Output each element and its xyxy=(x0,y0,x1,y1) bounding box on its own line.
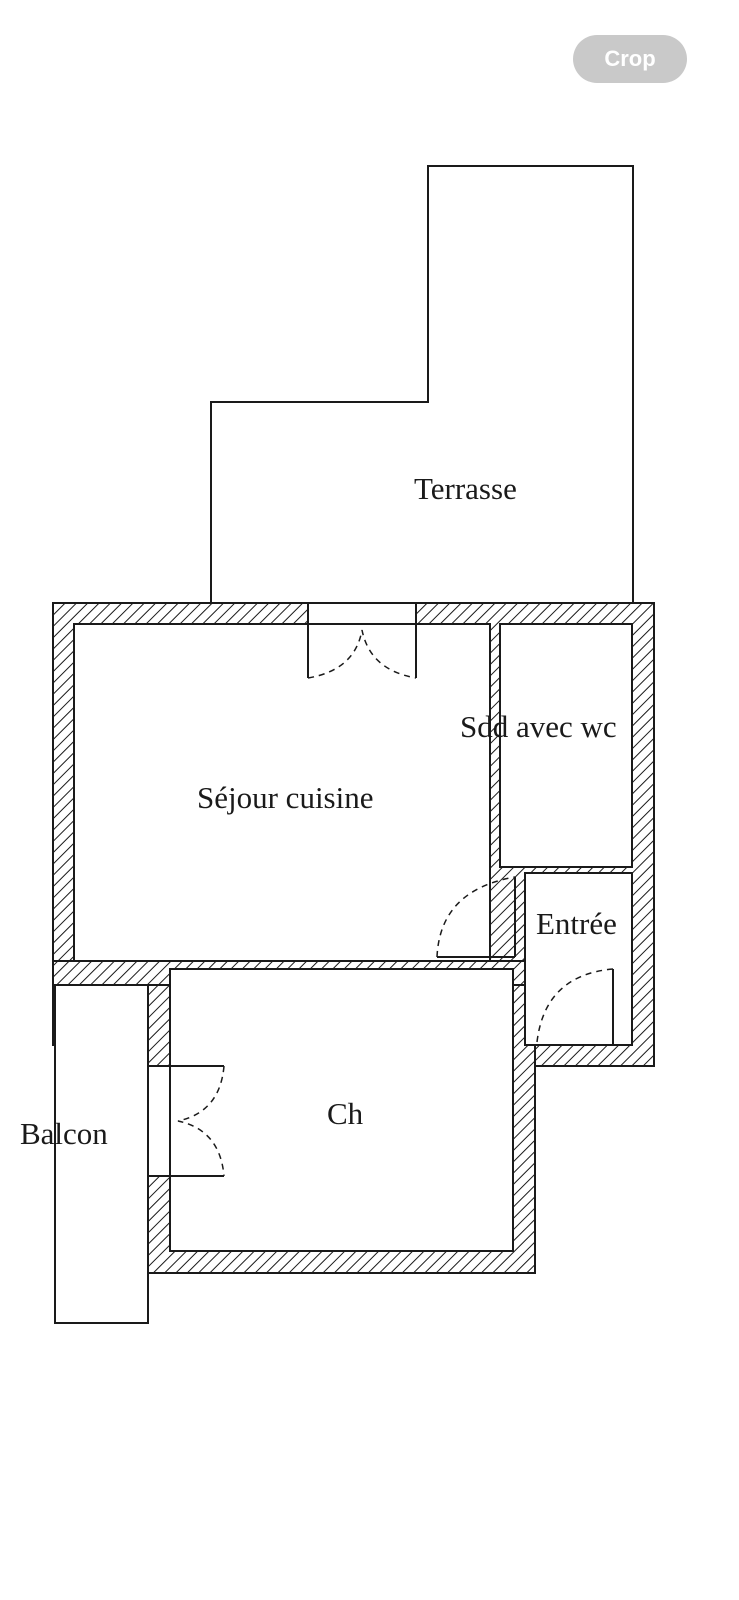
room-label-chambre: Ch xyxy=(327,1096,364,1131)
terrasse-door-opening xyxy=(307,602,417,625)
room-label-sdd-avec-wc: Sdd avec wc xyxy=(460,709,617,744)
chambre-room xyxy=(169,968,514,1252)
room-label-entree: Entrée xyxy=(536,906,617,941)
room-label-balcon: Balcon xyxy=(20,1116,108,1151)
terrasse-outline xyxy=(210,165,634,603)
terrasse-door-swing xyxy=(307,629,417,679)
sejour-door-swing xyxy=(436,876,516,958)
balcon-door-opening xyxy=(147,1065,171,1177)
balcon-door-swing xyxy=(177,1065,225,1177)
room-label-terrasse: Terrasse xyxy=(414,471,517,506)
balcon-outline xyxy=(54,984,149,1324)
entree-door-swing xyxy=(536,968,614,1043)
room-label-sejour-cuisine: Séjour cuisine xyxy=(197,780,374,815)
sdd-room xyxy=(499,623,633,868)
entree-room xyxy=(524,872,633,1046)
sejour-room xyxy=(73,623,491,962)
crop-button[interactable]: Crop xyxy=(573,35,687,83)
